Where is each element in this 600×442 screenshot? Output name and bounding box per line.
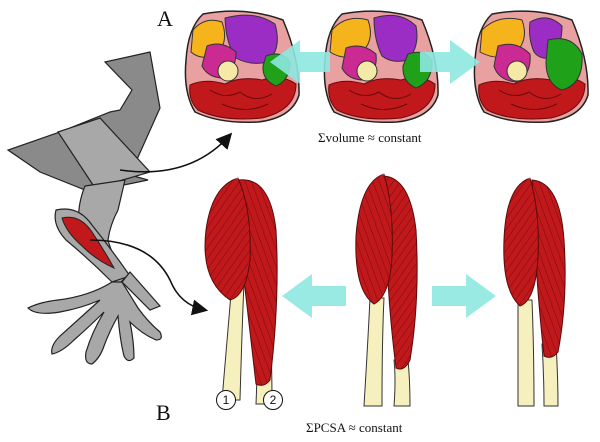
muscle-label-2: 2: [263, 390, 283, 410]
arrow-to-cross-section: [119, 132, 233, 173]
limb-silhouette: [6, 51, 162, 365]
left-arrow-a: [270, 40, 330, 84]
caption-volume: Σvolume ≈ constant: [318, 130, 422, 145]
panel-label-b: B: [156, 400, 171, 425]
panel-label-a: A: [157, 6, 173, 31]
arrow-to-muscles: [89, 239, 209, 316]
cross-section-3: [473, 10, 589, 124]
cross-section-1: [184, 10, 300, 124]
muscle-label-1: 1: [216, 390, 236, 410]
right-arrow-b: [432, 274, 496, 318]
left-arrow-b: [282, 274, 346, 318]
muscle-group-3: [498, 176, 570, 407]
caption-pcsa: ΣPCSA ≈ constant: [306, 420, 403, 435]
right-arrow-a: [420, 40, 480, 84]
muscle-group-1: [200, 176, 280, 405]
muscle-group-2: [350, 172, 422, 407]
